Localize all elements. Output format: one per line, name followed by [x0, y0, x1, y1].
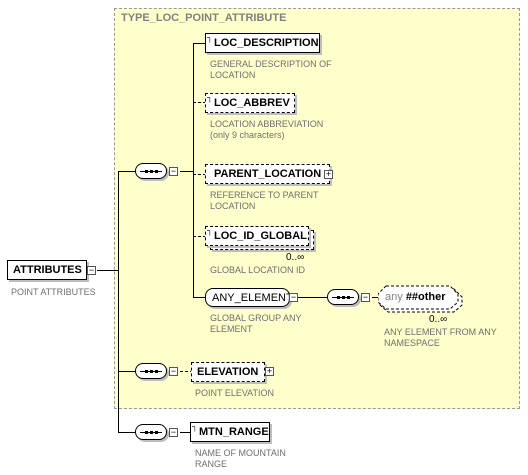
mtn-range-sequence-collapse-icon[interactable]: − [169, 428, 178, 437]
loc-id-global-cardinality: 0..∞ [286, 252, 305, 263]
any-element-doc: GLOBAL GROUP ANY ELEMENT [210, 313, 302, 334]
element-ref-icon: ┐ [207, 93, 213, 102]
any-other-wildcard[interactable] [378, 285, 464, 313]
mtn-range-label: MTN_RANGE [199, 426, 269, 438]
loc-description-element[interactable]: ┐ LOC_DESCRIPTION [205, 33, 320, 53]
elevation-label: ELEVATION [197, 366, 259, 378]
any-element-group[interactable]: ANY_ELEMENT [205, 288, 293, 307]
sequence-compositor[interactable] [135, 163, 167, 179]
collapse-glyph: − [170, 166, 177, 176]
mtn-range-element[interactable]: ┐ MTN_RANGE [190, 422, 270, 442]
parent-location-element[interactable]: PARENT_LOCATION [205, 164, 330, 184]
loc-id-global-label: LOC_ID_GLOBAL [214, 230, 307, 242]
collapse-glyph: − [290, 292, 297, 302]
any-prefix: any [385, 291, 403, 303]
expand-glyph: + [325, 169, 332, 179]
collapse-glyph: − [88, 265, 95, 275]
element-ref-icon: ┐ [207, 226, 213, 235]
group-collapse-icon[interactable]: − [289, 293, 298, 302]
any-other-cardinality: 0..∞ [429, 314, 448, 325]
parent-location-label: PARENT_LOCATION [214, 168, 322, 180]
sequence-collapse-icon[interactable]: − [169, 167, 178, 176]
loc-abbrev-element[interactable]: ┐ LOC_ABBREV [205, 93, 295, 113]
parent-location-doc: REFERENCE TO PARENT LOCATION [210, 190, 319, 211]
mtn-range-sequence-compositor[interactable] [135, 424, 167, 440]
sequence-icon [140, 170, 162, 173]
attributes-element[interactable]: ATTRIBUTES [7, 260, 87, 280]
complex-type-title: TYPE_LOC_POINT_ATTRIBUTE [121, 12, 287, 24]
mtn-range-doc: NAME OF MOUNTAIN RANGE [195, 448, 286, 469]
any-other-label: any ##other [385, 290, 446, 304]
sequence-icon [332, 296, 354, 299]
any-element-label: ANY_ELEMENT [212, 292, 293, 304]
collapse-glyph: − [362, 292, 369, 302]
expand-icon[interactable]: + [324, 170, 333, 179]
loc-abbrev-label: LOC_ABBREV [214, 97, 290, 109]
loc-abbrev-doc: LOCATION ABBREVIATION (only 9 characters… [210, 119, 324, 140]
elevation-sequence-collapse-icon[interactable]: − [169, 367, 178, 376]
complex-type-box [114, 8, 520, 409]
nested-sequence-compositor[interactable] [327, 289, 359, 305]
elevation-doc: POINT ELEVATION [195, 388, 275, 398]
attributes-label: ATTRIBUTES [13, 264, 82, 276]
loc-id-global-doc: GLOBAL LOCATION ID [210, 265, 306, 275]
collapse-glyph: − [170, 427, 177, 437]
collapse-glyph: − [170, 366, 177, 376]
loc-description-label: LOC_DESCRIPTION [214, 37, 319, 49]
expand-glyph: + [266, 366, 273, 376]
attributes-doc: POINT ATTRIBUTES [11, 287, 96, 297]
loc-id-global-element[interactable]: ┐ LOC_ID_GLOBAL [205, 226, 309, 246]
element-ref-icon: ┐ [207, 33, 213, 42]
nested-sequence-collapse-icon[interactable]: − [361, 293, 370, 302]
elevation-expand-icon[interactable]: + [265, 367, 274, 376]
loc-description-doc: GENERAL DESCRIPTION OF LOCATION [210, 59, 332, 80]
sequence-icon [140, 370, 162, 373]
elevation-element[interactable]: ELEVATION [191, 362, 265, 382]
elevation-sequence-compositor[interactable] [135, 363, 167, 379]
any-other-doc: ANY ELEMENT FROM ANY NAMESPACE [384, 327, 497, 348]
element-ref-icon: ┐ [192, 422, 198, 431]
collapse-icon[interactable]: − [87, 266, 96, 275]
sequence-icon [140, 431, 162, 434]
any-namespace: ##other [405, 291, 446, 303]
